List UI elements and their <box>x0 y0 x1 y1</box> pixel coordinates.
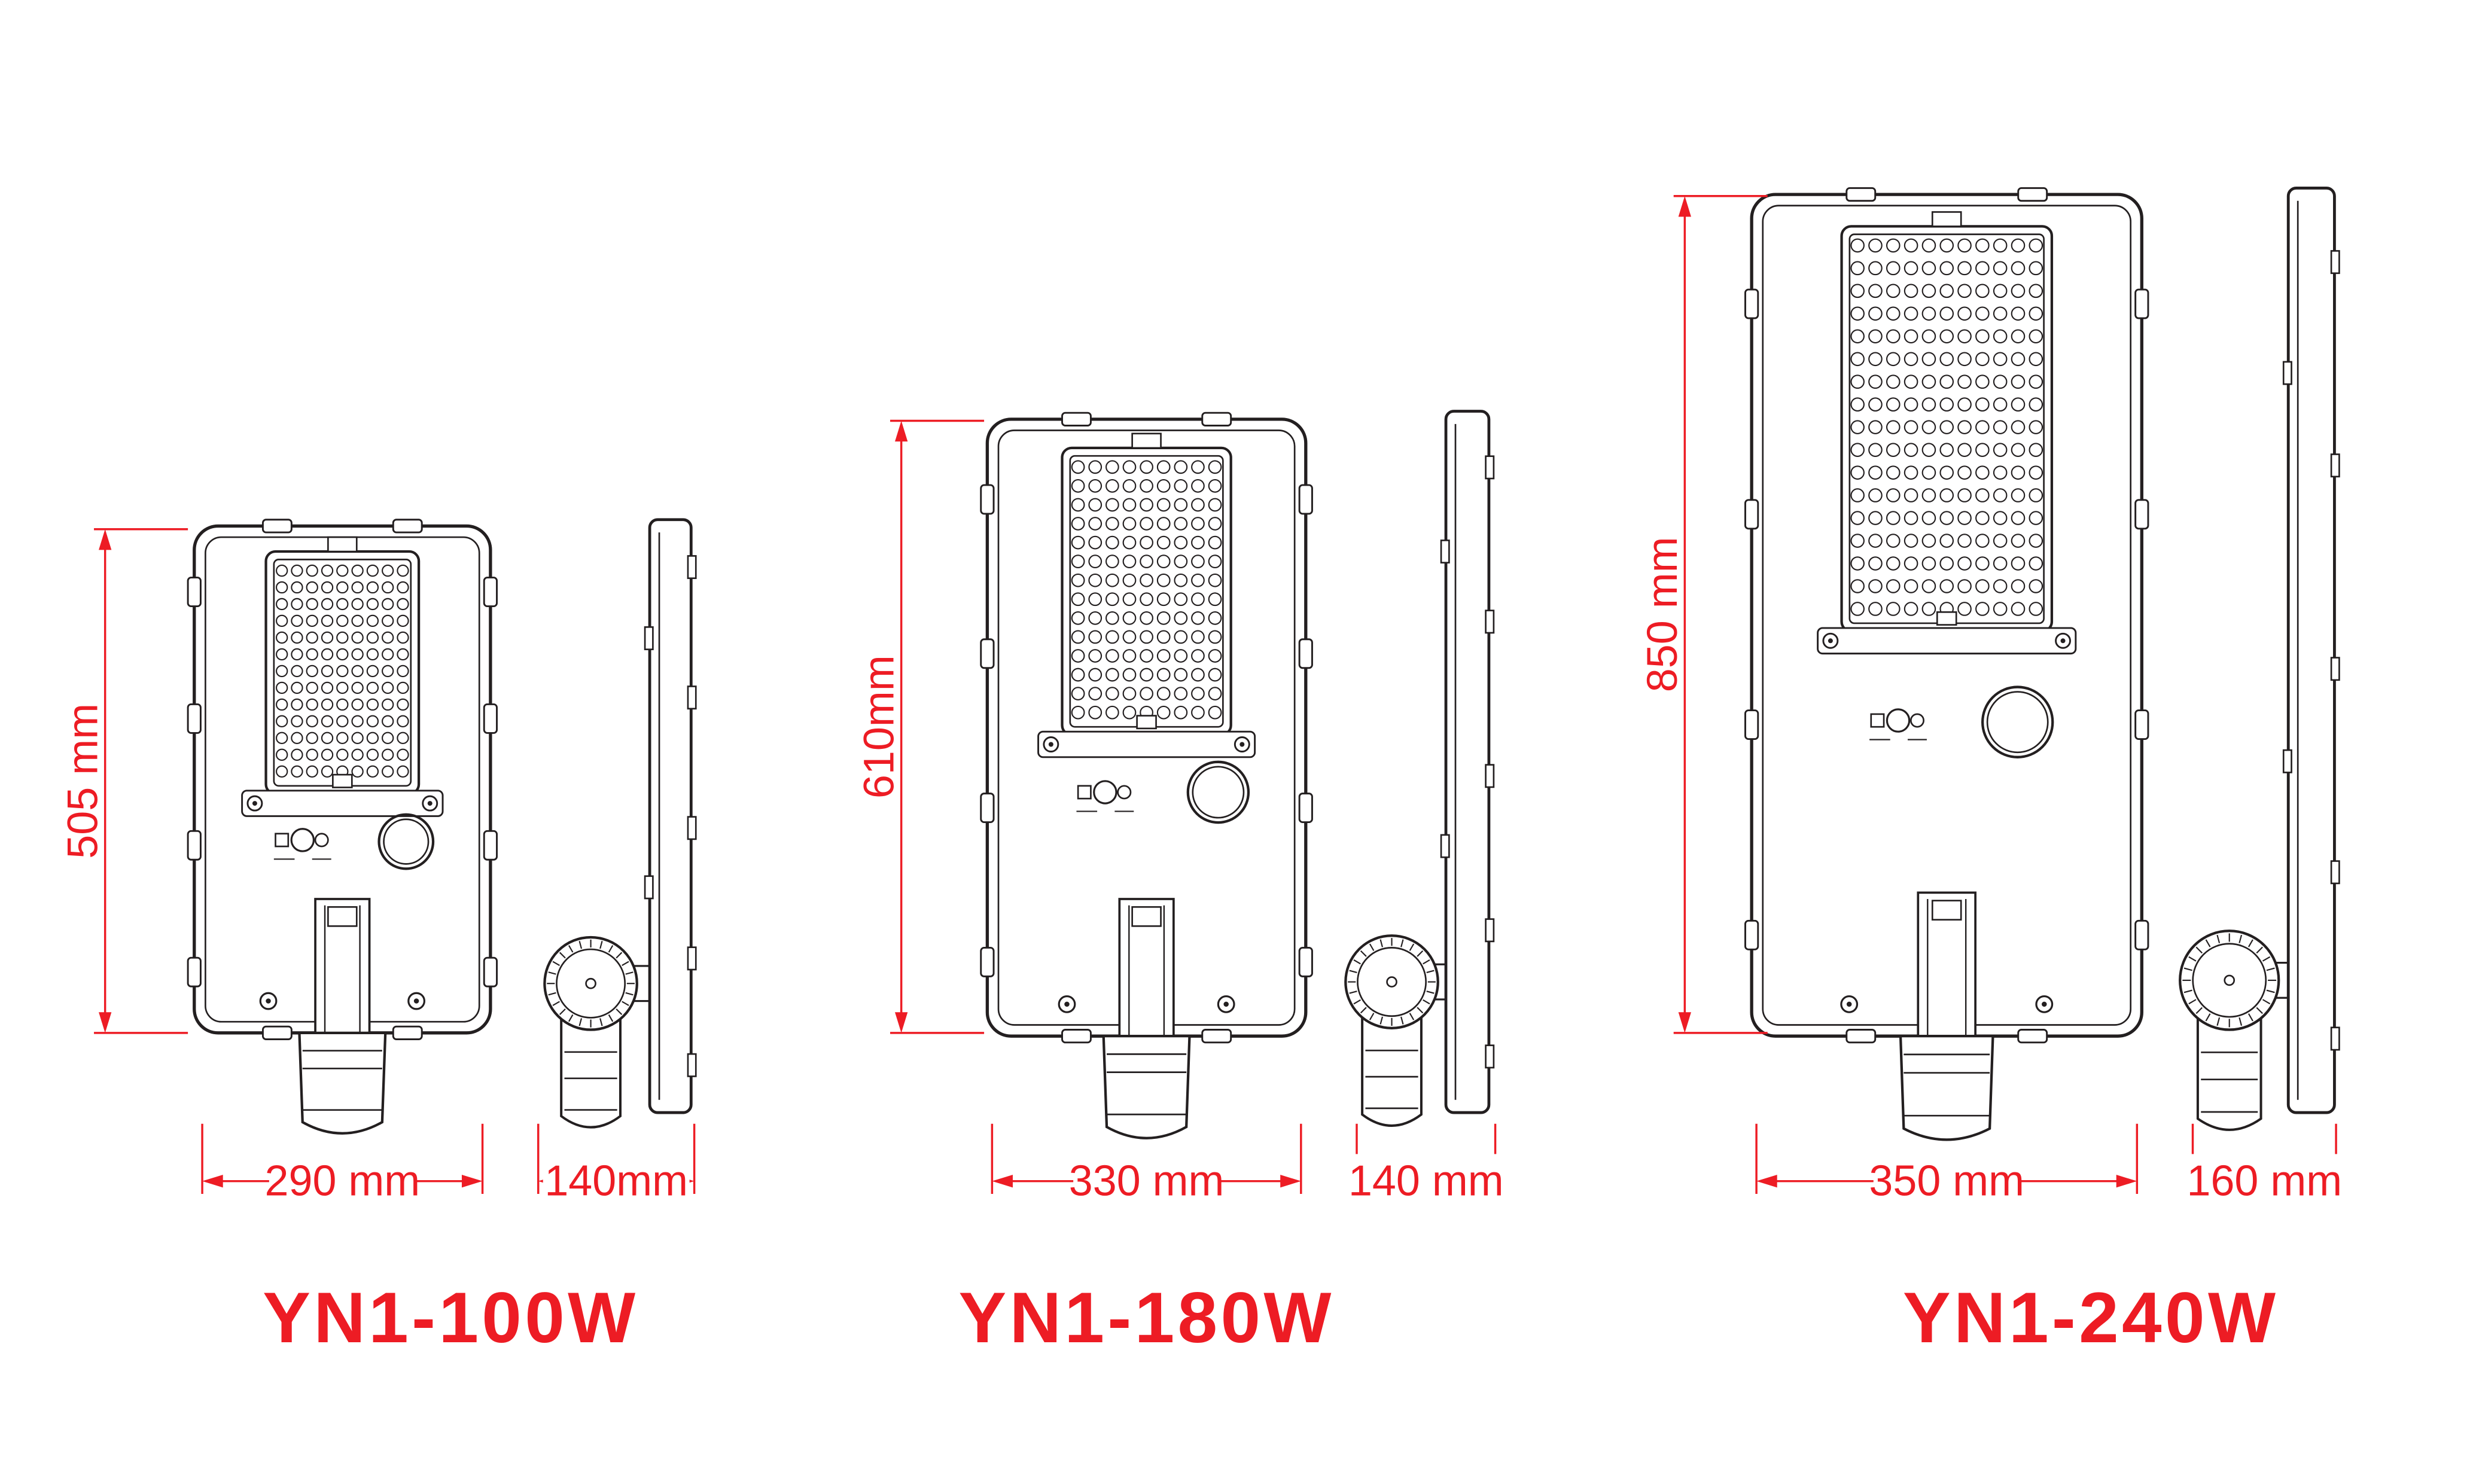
height-dimension-label: 505 mm <box>59 703 106 859</box>
width-dimension-label: 140mm <box>544 1157 688 1205</box>
side-width-dimension: 160 mm <box>2186 1123 2342 1208</box>
width-dimension-label: 160 mm <box>2186 1157 2342 1205</box>
height-dimension: 850 mm <box>1638 195 1768 1034</box>
body-width-dimension: 330 mm <box>991 1123 1302 1208</box>
width-dimension-label: 330 mm <box>1069 1157 1225 1205</box>
height-dimension-label: 850 mm <box>1638 537 1686 692</box>
model-label: YN1-240W <box>1903 1278 2279 1358</box>
front-view <box>1744 187 2149 1141</box>
side-view <box>2179 187 2340 1131</box>
side-width-dimension: 140mm <box>537 1123 696 1208</box>
side-view <box>543 518 697 1129</box>
side-width-dimension: 140 mm <box>1348 1123 1504 1208</box>
front-view <box>187 519 498 1135</box>
model-label: YN1-180W <box>958 1278 1334 1358</box>
height-dimension: 610mm <box>855 419 985 1034</box>
side-view <box>1344 410 1495 1127</box>
model-label: YN1-100W <box>263 1278 638 1358</box>
unit-1: 610mm 330 mm 140 mm YN1-180W <box>855 410 1504 1358</box>
body-width-dimension: 290 mm <box>201 1123 484 1208</box>
height-dimension-label: 610mm <box>855 655 903 799</box>
body-width-dimension: 350 mm <box>1755 1123 2139 1208</box>
width-dimension-label: 290 mm <box>265 1157 421 1205</box>
width-dimension-label: 350 mm <box>1869 1157 2024 1205</box>
height-dimension: 505 mm <box>59 528 188 1034</box>
front-view <box>980 412 1313 1139</box>
unit-2: 850 mm 350 mm 160 mm YN1-240W <box>1638 187 2342 1358</box>
width-dimension-label: 140 mm <box>1348 1157 1504 1205</box>
